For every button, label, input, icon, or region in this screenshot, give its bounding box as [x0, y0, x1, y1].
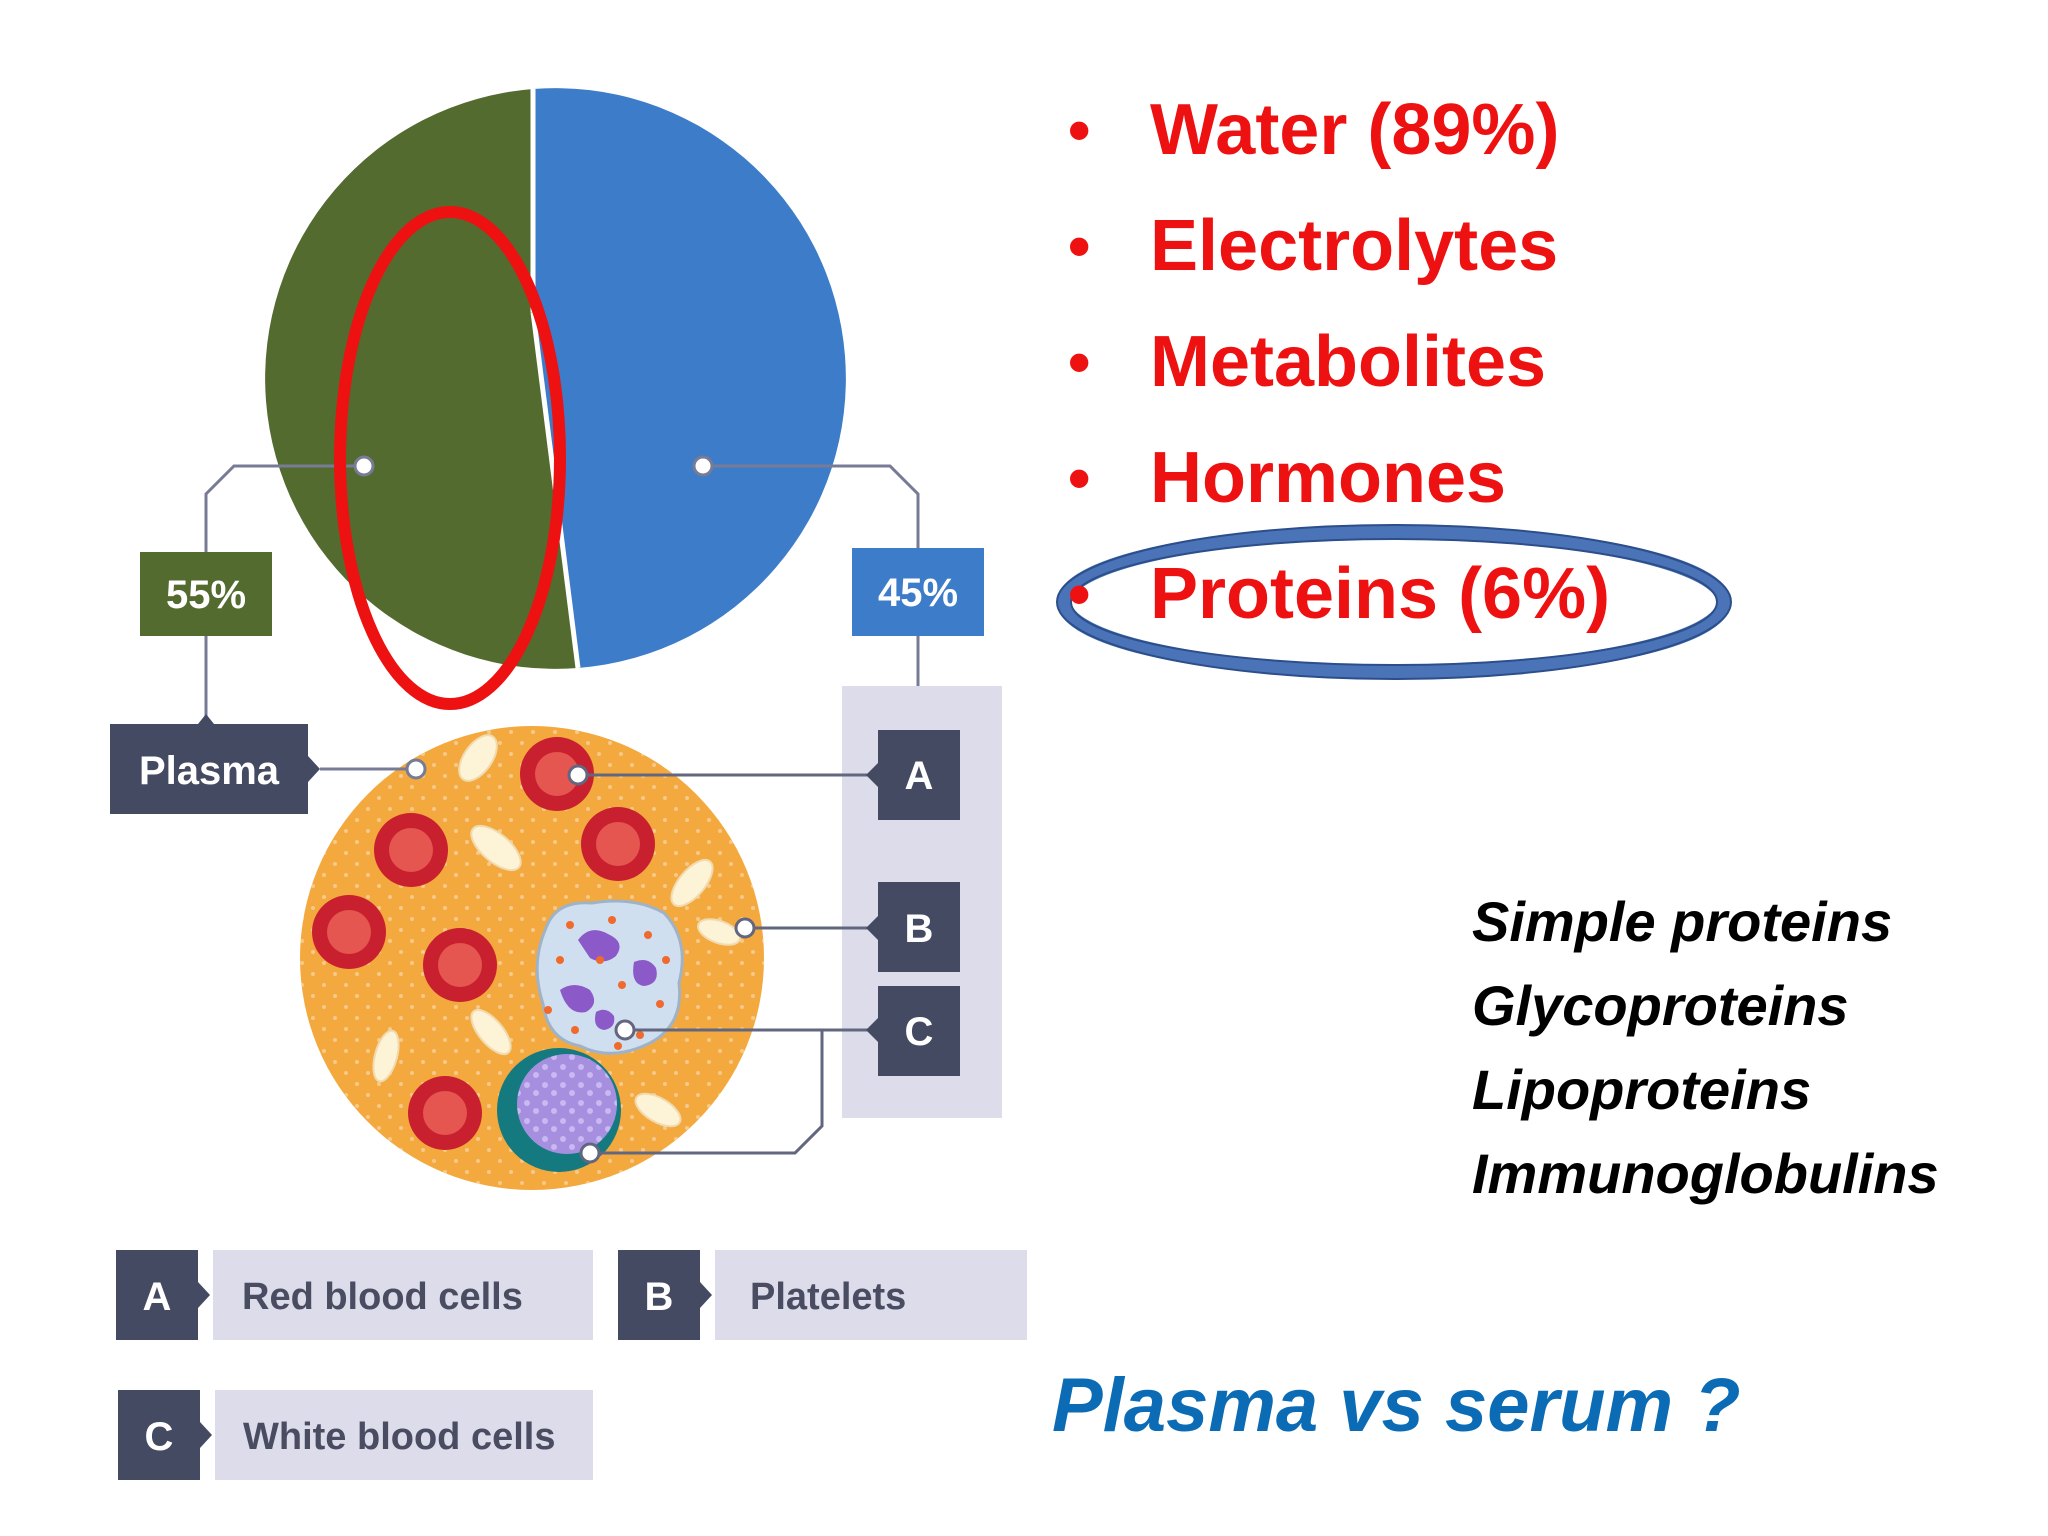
- bullet-dot: •: [1068, 210, 1091, 282]
- protein-type-item: Lipoproteins: [1472, 1058, 1812, 1121]
- marker-a-label: A: [905, 754, 934, 798]
- plasma-vs-serum-question: Plasma vs serum ?: [1052, 1363, 1741, 1448]
- legend-a-label: Red blood cells: [242, 1276, 523, 1318]
- bullet-dot: •: [1068, 558, 1091, 630]
- cells-percent-box: [852, 548, 984, 636]
- list-item-label: Water (89%): [1150, 90, 1560, 170]
- legend-b-label: Platelets: [750, 1276, 906, 1318]
- list-item: • Electrolytes: [1068, 198, 1610, 314]
- protein-type-item: Immunoglobulins: [1472, 1142, 1939, 1205]
- marker-b: B: [866, 882, 960, 972]
- list-item: • Metabolites: [1068, 314, 1610, 430]
- legend-item-b: B Platelets: [618, 1250, 1027, 1340]
- proteins-highlight-ring-inner: [1070, 538, 1718, 666]
- plasma-components-list: •Water (89%) •Electrolytes •Metabolites …: [1068, 82, 1610, 662]
- list-item-label: Electrolytes: [1150, 206, 1559, 286]
- cells-slice: [533, 88, 846, 669]
- plasma-callout-label: Plasma: [139, 749, 280, 793]
- pie-connectors: [204, 464, 920, 724]
- platelets: [372, 734, 742, 1128]
- legend-c-key: C: [145, 1415, 174, 1459]
- platelet-dot: [734, 917, 756, 939]
- cells-percent-label: 45%: [878, 571, 958, 615]
- marker-c-label: C: [905, 1010, 934, 1054]
- legend-b-key: B: [645, 1275, 674, 1319]
- plasma-callout: Plasma: [110, 714, 320, 814]
- list-item: • Hormones: [1068, 430, 1610, 546]
- protein-type-item: Glycoproteins: [1472, 974, 1849, 1037]
- bullet-dot: •: [1068, 442, 1091, 514]
- legend-a-key: A: [143, 1275, 172, 1319]
- list-item-label: Hormones: [1150, 438, 1507, 518]
- wbc-lymphocyte-dot: [579, 1142, 601, 1164]
- protein-types-list: Simple proteins Glycoproteins Lipoprotei…: [1472, 880, 1939, 1216]
- white-blood-cell-granular: [535, 899, 684, 1055]
- proteins-highlight-ring: [1057, 525, 1731, 679]
- list-item: • Proteins (6%): [1068, 546, 1610, 662]
- plasma-slice-dot: [353, 455, 375, 477]
- plasma-callout-dot: [405, 758, 427, 780]
- rbc-dot: [567, 764, 589, 786]
- plasma-percent-box: [140, 552, 272, 636]
- legend-c-label: White blood cells: [243, 1416, 555, 1458]
- plasma-highlight-ellipse: [334, 206, 566, 710]
- proteins-highlight-ring-outline: [1056, 524, 1732, 680]
- red-blood-cells: [312, 737, 655, 1150]
- white-blood-cell-lymphocyte: [497, 1048, 621, 1172]
- list-item-label: Metabolites: [1150, 322, 1547, 402]
- marker-c: C: [866, 986, 960, 1076]
- list-item: • Water (89%): [1068, 82, 1610, 198]
- list-item-label: Proteins (6%): [1150, 554, 1611, 634]
- cells-slice-dot: [692, 455, 714, 477]
- legend-item-c: C White blood cells: [118, 1390, 593, 1480]
- bullet-dot: •: [1068, 326, 1091, 398]
- legend-item-a: A Red blood cells: [116, 1250, 593, 1340]
- marker-b-label: B: [905, 907, 934, 951]
- marker-a: A: [866, 730, 960, 820]
- wbc-granular-dot: [614, 1019, 636, 1041]
- protein-type-item: Simple proteins: [1472, 890, 1893, 953]
- cell-marker-connectors: [578, 773, 878, 1155]
- bullet-dot: •: [1068, 94, 1091, 166]
- plasma-percent-label: 55%: [166, 573, 246, 617]
